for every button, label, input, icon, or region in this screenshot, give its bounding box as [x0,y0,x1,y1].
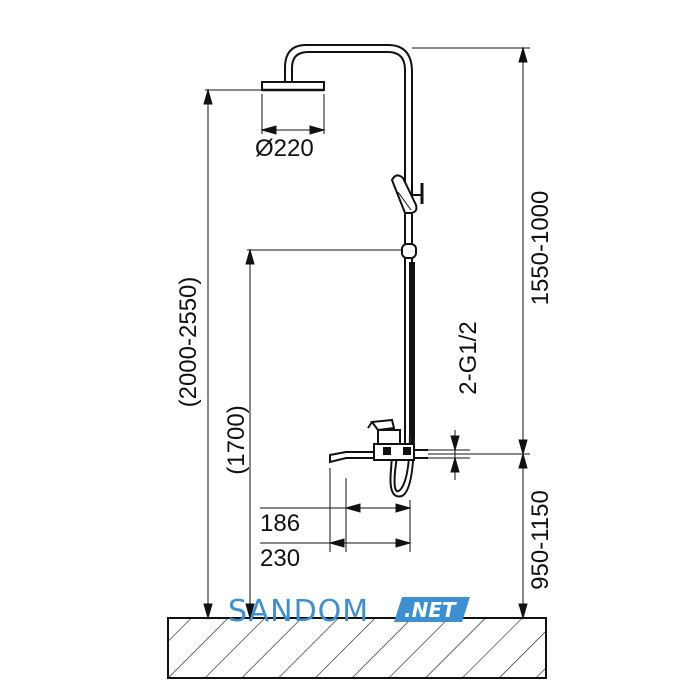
hose [389,262,415,498]
watermark-badge [394,597,470,622]
mixer-height-label: 950-1150 [527,490,554,590]
watermark-suffix: .NET [404,598,457,622]
total-height-label: (2000-2550) [175,277,202,408]
slider [401,243,417,259]
slider-height-label: (1700) [223,405,250,474]
rail-height-label: 1550-1000 [527,191,554,306]
dimension-lines [203,46,530,620]
shower-head-diameter-label: Ø220 [255,135,314,162]
spout-186-label: 186 [260,510,300,537]
overhead-arm [291,51,406,455]
mixer [329,418,415,464]
floor [167,617,547,679]
spout-230-label: 230 [260,545,300,572]
watermark: SANDOM .NET [228,594,470,629]
shower-fixture [261,44,428,498]
wall-connection [414,449,428,459]
connection-label: 2-G1/2 [455,321,482,394]
hand-shower [390,174,424,214]
shower-head [261,81,325,92]
dimension-labels: Ø220 (2000-2550) (1700) 1550-1000 950-11… [175,135,554,590]
watermark-brand: SANDOM [228,594,369,629]
